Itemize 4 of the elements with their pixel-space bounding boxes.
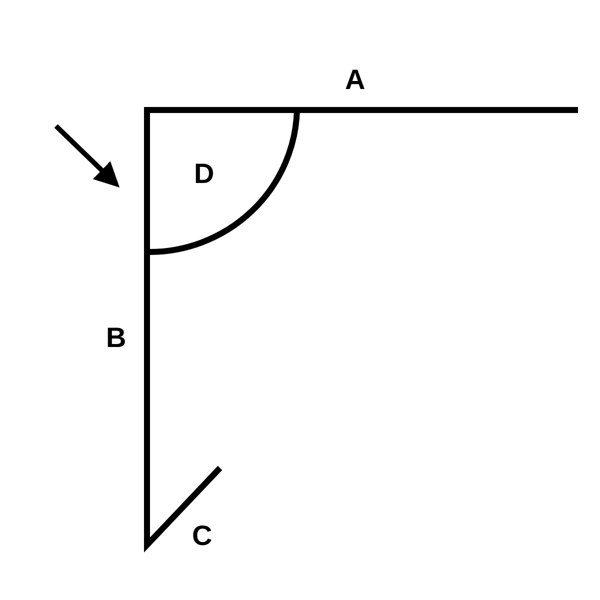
part-label: B: [106, 324, 126, 352]
part-label: A: [345, 66, 366, 94]
part-label: C: [192, 522, 212, 550]
part-label: D: [194, 160, 214, 188]
